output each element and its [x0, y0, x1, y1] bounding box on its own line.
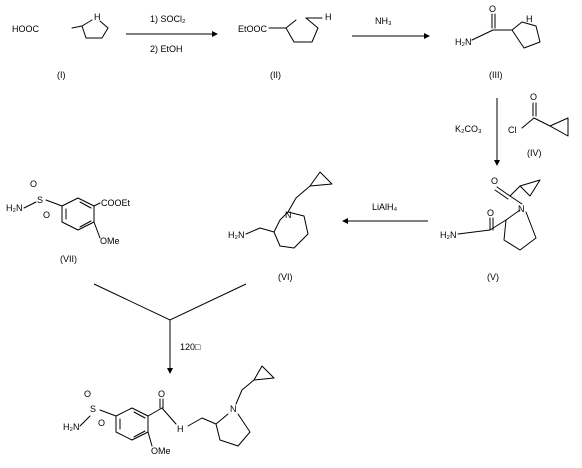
compound-vii: O S O H₂N COOEt OMe (VII) [6, 179, 131, 264]
compound-v: O O H₂N N (V) [440, 176, 541, 282]
product-pyrrolidine [215, 413, 251, 447]
compound-iii-nh-text: H [526, 14, 533, 24]
compound-v-ring [503, 211, 537, 251]
product-s-text: S [90, 404, 96, 414]
compound-vi-ring [273, 211, 309, 249]
reagent-etoh: 2) EtOH [150, 44, 183, 54]
arrow-step-5 [93, 283, 247, 374]
compound-iii: O H₂N H (III) [455, 4, 541, 80]
compound-vi-label: (VI) [278, 272, 293, 282]
reagent-nh3: NH₃ [375, 16, 392, 26]
compound-vii-o2-text: O [43, 210, 50, 220]
compound-vi-cyclopropane [309, 171, 333, 187]
product-o2-text: O [98, 418, 105, 428]
compound-vi: H₂N N (VI) [228, 171, 333, 282]
compound-ii-bond [268, 19, 297, 29]
compound-iv: O Cl (IV) [508, 92, 569, 158]
reagent-socl2: 1) SOCl₂ [150, 14, 186, 24]
compound-iii-ring [511, 21, 541, 49]
compound-i-ring [81, 20, 109, 39]
compound-iv-cyclopropane [549, 117, 569, 137]
compound-v-n-text: N [518, 204, 525, 214]
product-nh2-text: H₂N [63, 422, 80, 432]
reagent-lialh4: LiAlH₄ [372, 202, 398, 212]
compound-vii-benzene [61, 197, 95, 231]
product-cyclopropane [253, 365, 275, 381]
compound-ii: EtOOC H (II) [238, 12, 332, 80]
compound-vi-n-text: N [285, 210, 292, 220]
product-nh-text: H [177, 424, 184, 434]
compound-vi-nh2-text: H₂N [228, 230, 245, 240]
compound-iv-cl-text: Cl [508, 125, 517, 135]
compound-vii-nh2-text: H₂N [6, 203, 23, 213]
compound-iii-o-text: O [489, 4, 496, 14]
product: O S O H₂N O H N OMe [63, 365, 275, 456]
compound-iv-o-text: O [530, 92, 537, 102]
compound-ii-nh-text: H [325, 12, 332, 22]
compound-i: HOOC H (I) [12, 12, 109, 80]
compound-i-cooh-text: HOOC [12, 24, 40, 34]
compound-vii-ome-text: OMe [100, 236, 120, 246]
arrow-step-4 [342, 218, 428, 224]
compound-iii-nh2-text: H₂N [455, 37, 472, 47]
compound-vii-ester-text: COOEt [101, 198, 131, 208]
compound-iv-label: (IV) [527, 148, 542, 158]
compound-vii-label: (VII) [60, 254, 77, 264]
product-o1-text: O [84, 389, 91, 399]
compound-v-cyclopropane [509, 179, 541, 197]
compound-vii-s-text: S [37, 195, 43, 205]
compound-v-nh2-text: H₂N [440, 230, 457, 240]
compound-ii-ester-text: EtOOC [238, 24, 268, 34]
compound-iii-bonds [471, 29, 513, 41]
compound-v-label: (V) [487, 272, 499, 282]
product-benzene [115, 407, 149, 441]
product-ome-text: OMe [151, 446, 171, 456]
compound-ii-ring [285, 17, 319, 43]
compound-vii-o1-text: O [30, 179, 37, 189]
compound-v-o2-text: O [487, 208, 494, 218]
compound-ii-label: (II) [270, 70, 281, 80]
compound-v-o1-text: O [491, 176, 498, 186]
compound-i-nh-text: H [94, 12, 101, 22]
reagent-temperature: 120□ [180, 342, 201, 352]
reagent-k2co3: K₂CO₃ [455, 124, 482, 134]
arrow-step-2 [352, 33, 430, 39]
arrow-step-3 [494, 98, 500, 166]
product-n-text: N [230, 404, 237, 414]
arrow-step-1 [126, 31, 218, 37]
compound-iii-label: (III) [489, 70, 503, 80]
compound-iv-bonds [521, 117, 551, 129]
product-o-text: O [158, 389, 165, 399]
compound-i-label: (I) [57, 70, 66, 80]
